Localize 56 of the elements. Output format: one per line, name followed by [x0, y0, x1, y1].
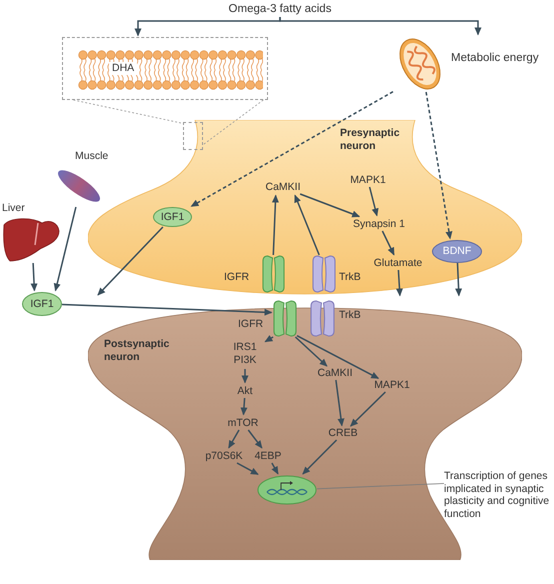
arrow — [300, 193, 360, 218]
arrow — [368, 186, 379, 216]
protein-label: Akt — [237, 384, 253, 398]
arrow — [296, 335, 380, 379]
receptor-label: TrkB — [339, 271, 361, 284]
protein-ellipse: IGF1 — [22, 292, 62, 316]
arrow — [279, 17, 482, 36]
arrow — [30, 262, 38, 292]
protein-label: PI3K — [234, 354, 256, 366]
dashed-arrow — [425, 92, 452, 240]
arrow — [54, 206, 77, 292]
leader-line — [73, 100, 184, 124]
arrow — [264, 335, 274, 342]
arrow — [228, 430, 240, 449]
receptor-label: TrkB — [339, 309, 361, 322]
protein-label: IRS1 — [233, 340, 257, 354]
organ-label: Liver — [2, 202, 25, 215]
molecule-label: DHA — [109, 62, 138, 75]
arrow — [271, 462, 279, 475]
heading-text: Omega-3 fatty acids — [228, 2, 332, 16]
neuron-label: Postsynaptic neuron — [104, 338, 170, 364]
protein-label: CREB — [328, 427, 358, 440]
arrow — [97, 226, 164, 296]
arrow — [294, 194, 320, 256]
arrow — [242, 369, 248, 384]
receptor-label: IGFR — [238, 318, 264, 331]
leader-line — [316, 483, 444, 490]
outline-shape — [183, 122, 203, 150]
arrow — [272, 194, 279, 256]
dashed-arrow — [190, 91, 394, 207]
annotation-text: Transcription of genes implicated in synaptic plasticity and cognitive function — [444, 470, 554, 518]
arrow — [294, 336, 328, 367]
protein-label: 4EBP — [254, 450, 282, 462]
protein-label: Glutamate — [374, 256, 422, 270]
leader-line — [202, 100, 264, 146]
protein-label: MAPK1 — [374, 379, 410, 392]
protein-label: CaMKII — [265, 181, 300, 194]
arrow — [396, 270, 403, 296]
protein-label: Synapsin 1 — [353, 218, 405, 230]
arrow — [382, 230, 395, 256]
arrow — [248, 430, 262, 449]
arrow — [236, 462, 259, 475]
arrow — [62, 304, 272, 316]
caption-text: Metabolic energy — [451, 52, 539, 66]
arrow — [240, 398, 248, 416]
protein-label: CaMKII — [317, 367, 352, 380]
neuron-label: Presynaptic neuron — [340, 127, 401, 152]
receptor-label: IGFR — [224, 271, 250, 284]
arrow — [335, 380, 344, 426]
organ-label: Muscle — [75, 150, 108, 163]
inset-frame — [62, 37, 268, 100]
protein-label: mTOR — [228, 416, 258, 430]
protein-label: p70S6K — [205, 450, 243, 462]
arrow — [350, 391, 386, 427]
protein-label: MAPK1 — [350, 174, 386, 187]
arrow — [302, 439, 338, 475]
